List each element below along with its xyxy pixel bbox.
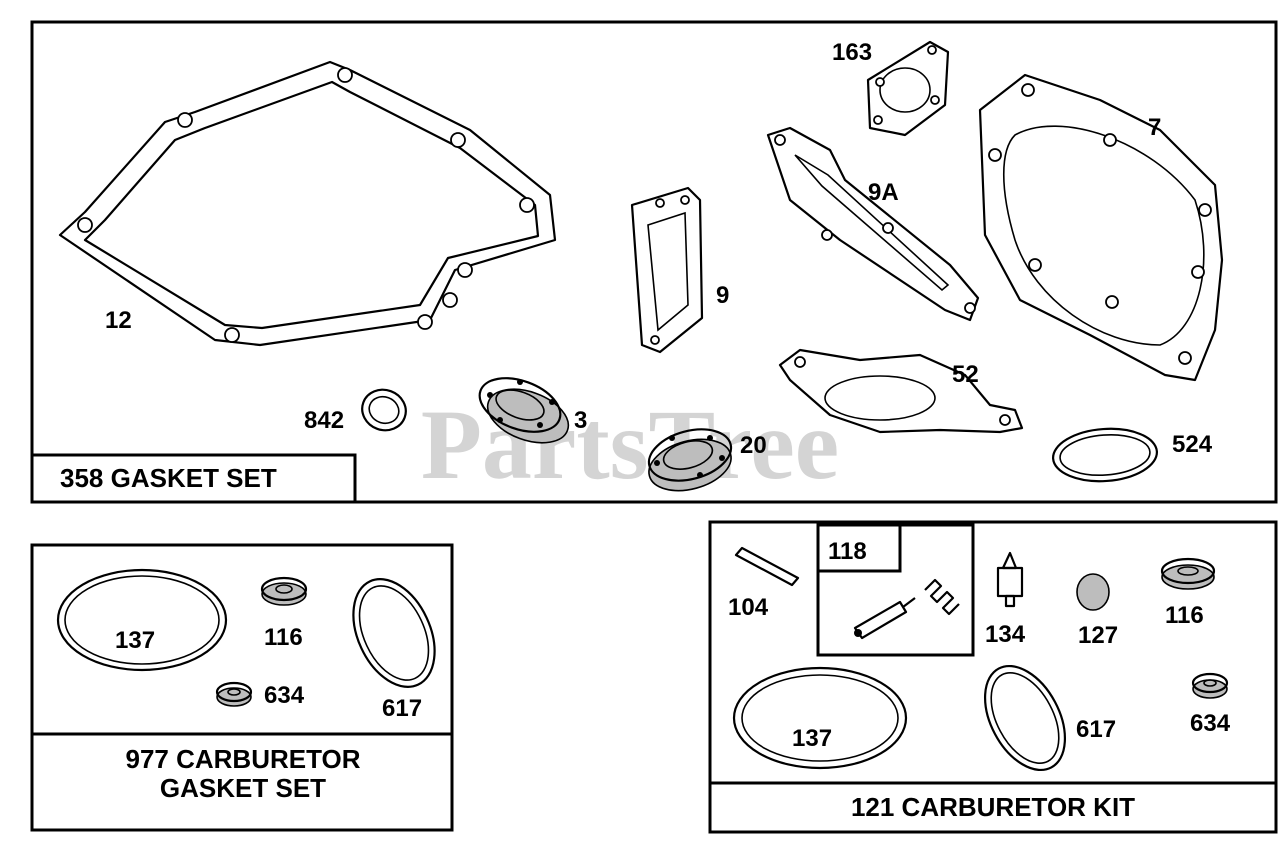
label-kit-118: 118: [828, 538, 867, 565]
part-842-ring: [361, 388, 407, 432]
carb-gasket-set-frame: [30, 543, 454, 832]
label-carb-gasket-634: 634: [264, 682, 305, 709]
label-part-52: 52: [952, 361, 979, 388]
label-kit-134: 134: [985, 621, 1026, 648]
label-part-3: 3: [574, 407, 587, 434]
label-part-163: 163: [832, 39, 872, 66]
part-524-ring: [1051, 427, 1159, 483]
part-634-washer: [215, 681, 253, 707]
label-carb-gasket-617: 617: [382, 695, 422, 722]
label-carb-gasket-137: 137: [115, 627, 155, 654]
label-kit-104: 104: [728, 594, 769, 621]
part-116-washer: [260, 576, 308, 606]
part-116-kit-washer: [1160, 557, 1216, 590]
label-kit-617: 617: [1076, 716, 1116, 743]
part-9-gasket: [630, 186, 704, 354]
part-52-gasket: [778, 348, 1024, 434]
label-kit-634: 634: [1190, 710, 1231, 737]
label-kit-127: 127: [1078, 622, 1118, 649]
part-12-crankcase-gasket: [58, 60, 557, 347]
label-part-7: 7: [1148, 114, 1161, 141]
carb-kit-title: 121 CARBURETOR KIT: [851, 792, 1135, 822]
part-134-float-needle: [996, 551, 1024, 608]
gasket-set-frame: [30, 20, 1278, 504]
part-634-kit-washer: [1191, 672, 1229, 699]
gasket-set-title: 358 GASKET SET: [60, 463, 277, 493]
part-137-kit-ring: [732, 666, 908, 770]
label-part-842: 842: [304, 407, 344, 434]
part-20-seal: [647, 428, 733, 492]
part-127-plug: [1076, 573, 1110, 611]
label-part-524: 524: [1172, 431, 1213, 458]
part-617-kit-ring: [983, 664, 1067, 772]
part-137-gasket-ring: [56, 568, 228, 672]
part-163-gasket: [866, 40, 950, 137]
part-118-needle-spring: [853, 578, 960, 640]
label-kit-116: 116: [1165, 602, 1204, 629]
part-9a-gasket: [766, 126, 980, 322]
carb-gasket-set-title-line1: 977 CARBURETOR: [125, 744, 360, 774]
carb-gasket-set-title-line2: GASKET SET: [160, 773, 326, 803]
label-part-20: 20: [740, 432, 767, 459]
label-part-12: 12: [105, 307, 132, 334]
part-3-seal: [478, 377, 570, 444]
label-carb-gasket-116: 116: [264, 624, 303, 651]
label-kit-137: 137: [792, 725, 832, 752]
part-7-head-gasket: [978, 73, 1224, 382]
part-104-pin: [734, 546, 800, 587]
label-part-9: 9: [716, 282, 729, 309]
label-part-9a: 9A: [868, 179, 899, 206]
part-617-ring: [352, 578, 436, 688]
carb-kit-frame: [708, 520, 1278, 834]
